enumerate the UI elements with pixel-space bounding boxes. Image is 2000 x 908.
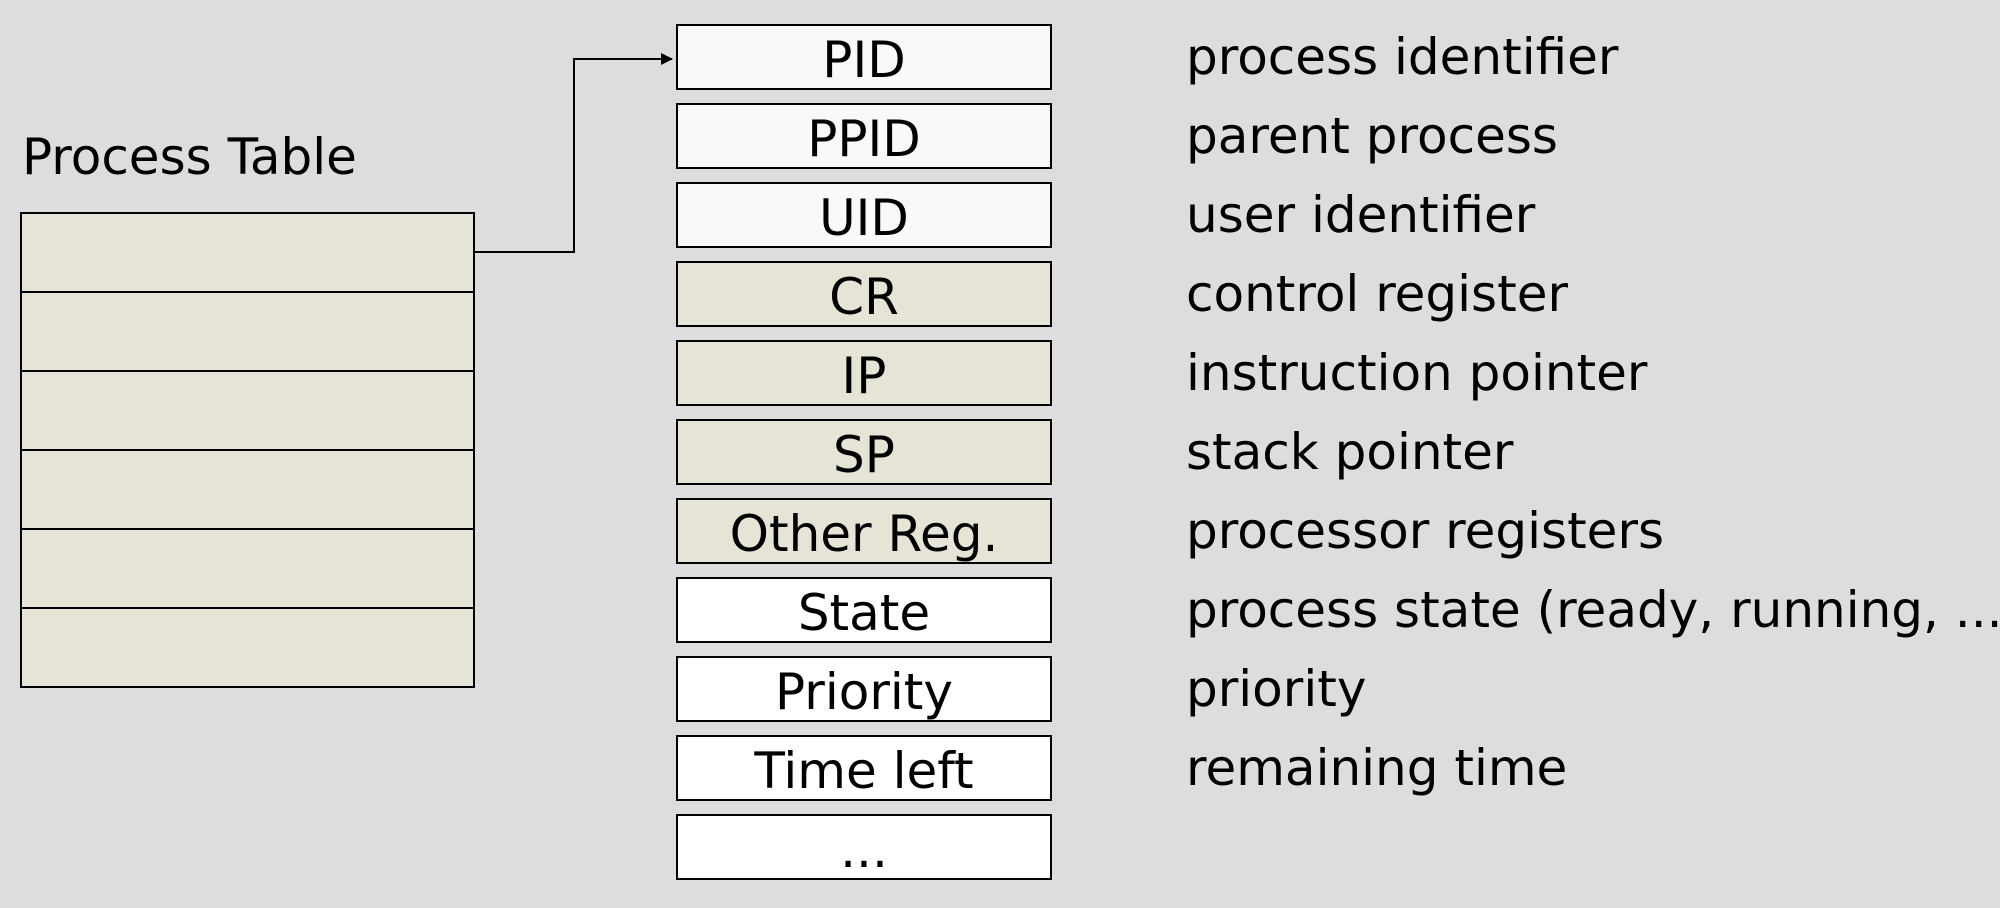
process-table-row — [22, 293, 473, 372]
process-table-row — [22, 214, 473, 293]
pcb-field-description: remaining time — [1186, 739, 1568, 797]
pcb-field-description: priority — [1186, 660, 1367, 718]
pcb-field-description: user identifier — [1186, 186, 1536, 244]
pcb-field-description: process state (ready, running, ...) — [1186, 581, 2000, 639]
pcb-field-more: ... — [676, 814, 1052, 880]
pcb-field-ip: IP — [676, 340, 1052, 406]
pcb-field-sp: SP — [676, 419, 1052, 485]
pcb-field-description: instruction pointer — [1186, 344, 1648, 402]
pcb-field-cr: CR — [676, 261, 1052, 327]
pcb-field-description: control register — [1186, 265, 1569, 323]
process-table-row — [22, 451, 473, 530]
pcb-field-other-reg: Other Reg. — [676, 498, 1052, 564]
pcb-field-ppid: PPID — [676, 103, 1052, 169]
pcb-field-pid: PID — [676, 24, 1052, 90]
process-table-title: Process Table — [22, 128, 357, 186]
pcb-field-description: stack pointer — [1186, 423, 1514, 481]
pointer-arrow-line — [475, 53, 673, 253]
pcb-field-description: parent process — [1186, 107, 1558, 165]
pcb-field-time-left: Time left — [676, 735, 1052, 801]
pcb-field-uid: UID — [676, 182, 1052, 248]
pcb-field-state: State — [676, 577, 1052, 643]
pcb-field-description: process identifier — [1186, 28, 1619, 86]
pcb-field-priority: Priority — [676, 656, 1052, 722]
process-table — [20, 212, 475, 688]
process-table-row — [22, 609, 473, 686]
process-table-row — [22, 372, 473, 451]
process-table-row — [22, 530, 473, 609]
pcb-field-description: processor registers — [1186, 502, 1665, 560]
